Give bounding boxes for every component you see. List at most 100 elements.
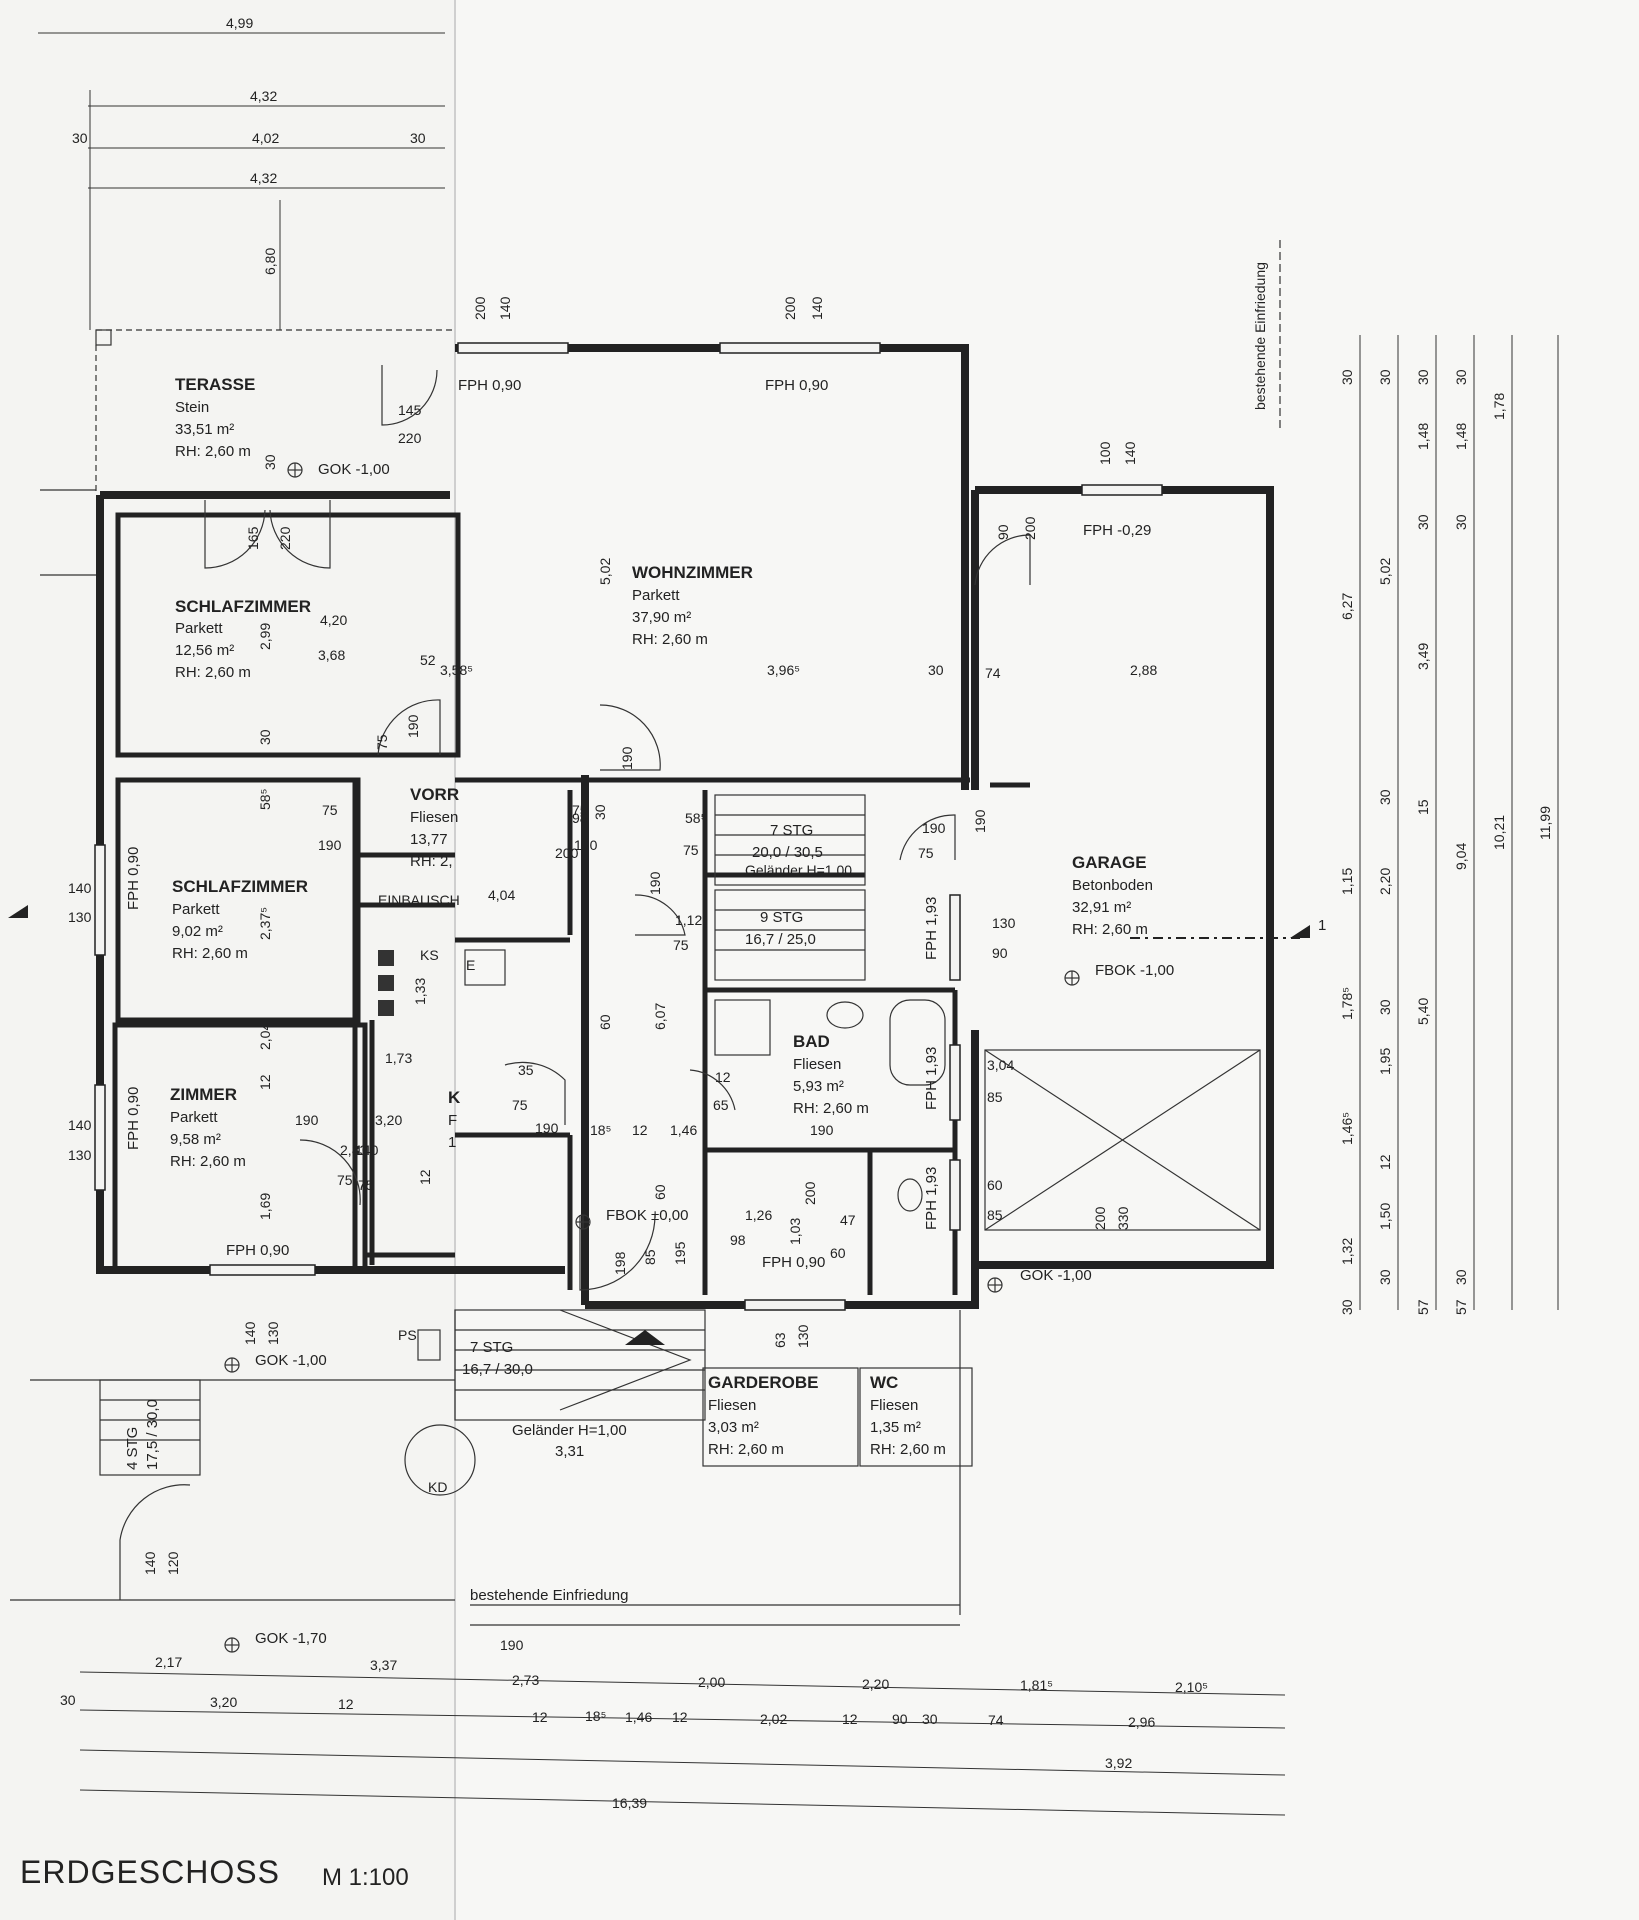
- garage-features: [8, 905, 1310, 1231]
- inner-dimension-label: 200: [472, 296, 488, 320]
- room-zimmer: ZIMMER Parkett 9,58 m² RH: 2,60 m: [170, 1085, 246, 1170]
- stair-1-rail: Geländer H=1,00: [745, 862, 852, 878]
- inner-dimension-label: 1,26: [745, 1207, 772, 1223]
- room-area: 13,77: [410, 831, 448, 848]
- room-floor: F: [448, 1112, 457, 1129]
- inner-dimension-label: 30: [262, 454, 278, 470]
- inner-dimension-label: 3,58⁵: [440, 662, 473, 678]
- room-area: 5,93 m²: [793, 1078, 844, 1095]
- room-name: TERASSE: [175, 375, 255, 394]
- inner-dimension-label: 130: [68, 909, 92, 925]
- inner-dimension-label: 1,33: [412, 978, 428, 1005]
- level-fph-wc: FPH 0,90: [762, 1254, 825, 1271]
- right-dim-c3-label: 3,49: [1415, 643, 1431, 670]
- label-ps: PS: [398, 1327, 417, 1343]
- room-floor: Parkett: [175, 620, 223, 637]
- room-height: RH: 2,60 m: [170, 1153, 246, 1170]
- inner-dimension-label: 190: [318, 837, 342, 853]
- room-name: GARAGE: [1072, 853, 1147, 872]
- room-wc: WC Fliesen 1,35 m² RH: 2,60 m: [859, 1367, 973, 1467]
- terrace-area: [40, 240, 1281, 576]
- inner-dimension-label: 140: [142, 1551, 158, 1575]
- inner-walls: [112, 512, 1030, 1295]
- dim-b-r3a: 3,92: [1105, 1755, 1132, 1771]
- level-fbok-garage: FBOK -1,00: [1095, 962, 1174, 979]
- dim-top-d: 4,32: [250, 170, 277, 186]
- section-marker-icon: [1290, 925, 1310, 938]
- stair-labels: 7 STG 20,0 / 30,5 Geländer H=1,00 9 STG …: [124, 822, 852, 1470]
- room-area: 1,35 m²: [870, 1419, 921, 1436]
- inner-dimension-label: 75: [918, 845, 934, 861]
- room-floor: Parkett: [632, 587, 680, 604]
- inner-dimension-label: 75: [512, 1097, 528, 1113]
- inner-dimension-label: 75: [374, 734, 390, 750]
- inner-dimension-label: 200: [555, 845, 579, 861]
- stair-3-ratio: 16,7 / 30,0: [462, 1361, 533, 1378]
- inner-dimension-label: 140: [242, 1321, 258, 1345]
- inner-dimension-label: 12: [257, 1074, 273, 1090]
- dim-b-r4a: 16,39: [612, 1795, 647, 1811]
- right-dim-c3-label: 15: [1415, 799, 1431, 815]
- inner-dimension-label: 18⁵: [590, 1122, 611, 1138]
- inner-dimension-label: 90: [995, 524, 1011, 540]
- right-dim-c1-label: 1,15: [1339, 868, 1355, 895]
- doors: [119, 365, 1031, 1600]
- inner-dimension-label: 190: [574, 837, 598, 853]
- inner-dimension-label: 3,96⁵: [767, 662, 800, 678]
- inner-dimension-label: 120: [165, 1551, 181, 1575]
- level-fph-garage: FPH -0,29: [1083, 522, 1151, 539]
- dim-top-e: 6,80: [262, 248, 278, 275]
- room-name: WOHNZIMMER: [632, 563, 753, 582]
- room-name: GARDEROBE: [708, 1373, 819, 1392]
- room-area: 9,58 m²: [170, 1131, 221, 1148]
- room-floor: Parkett: [170, 1109, 218, 1126]
- inner-dimension-label: 47: [840, 1212, 856, 1228]
- right-dim-c1-label: 1,46⁵: [1339, 1112, 1355, 1145]
- dim-b-r2b: 3,20: [210, 1694, 237, 1710]
- inner-dimension-label: 98: [730, 1232, 746, 1248]
- level-fph-193c: FPH 1,93: [923, 1167, 940, 1230]
- inner-dimension-label: 140: [809, 296, 825, 320]
- right-dim-c2-label: 12: [1377, 1154, 1393, 1170]
- level-labels: GOK -1,00 GOK -1,00 GOK -1,00 GOK -1,70 …: [125, 377, 1174, 1653]
- label-kd: KD: [428, 1479, 447, 1495]
- inner-dimension-label: 145: [398, 402, 422, 418]
- inner-dimension-label: 200: [1092, 1206, 1108, 1230]
- right-dim-c4-label: 1,48: [1453, 423, 1469, 450]
- inner-dimension-label: 12: [715, 1069, 731, 1085]
- dim-b-r2l: 74: [988, 1712, 1004, 1728]
- inner-dimension-label: 75: [572, 802, 588, 818]
- room-height: RH: 2,60 m: [175, 664, 251, 681]
- inner-dimension-label: 195: [672, 1241, 688, 1265]
- right-dim-c2-label: 30: [1377, 369, 1393, 385]
- inner-dimension-label: 3,20: [375, 1112, 402, 1128]
- room-name: ZIMMER: [170, 1085, 237, 1104]
- inner-dimension-label: 12: [632, 1122, 648, 1138]
- right-dim-c5-label: 10,21: [1491, 815, 1507, 850]
- right-dim-c5-label: 1,78: [1491, 393, 1507, 420]
- room-height: RH: 2,60 m: [1072, 921, 1148, 938]
- inner-dimension-label: 75: [683, 842, 699, 858]
- stair-3-rail: Geländer H=1,00: [512, 1422, 627, 1439]
- level-fph-193a: FPH 1,93: [923, 897, 940, 960]
- bathtub-icon: [889, 999, 946, 1086]
- dim-top-a: 4,99: [226, 15, 253, 31]
- dim-b-r2g: 12: [672, 1709, 688, 1725]
- inner-dimension-label: 30: [928, 662, 944, 678]
- plan-scale: M 1:100: [322, 1864, 409, 1891]
- stair-3-length: 3,31: [555, 1443, 584, 1460]
- inner-dimension-label: 190: [535, 1120, 559, 1136]
- inner-dimension-label: 1,03: [787, 1218, 803, 1245]
- outer-walls: [96, 344, 1274, 1309]
- right-dim-c6-label: 11,99: [1537, 806, 1553, 840]
- room-schlafzimmer-1: SCHLAFZIMMER Parkett 12,56 m² RH: 2,60 m: [175, 597, 311, 681]
- right-dim-c4-label: 9,04: [1453, 843, 1469, 870]
- room-name: BAD: [793, 1032, 830, 1051]
- inner-dimension-label: 63: [772, 1332, 788, 1348]
- right-dim-c1-label: 30: [1339, 369, 1355, 385]
- inner-dimension-label: 58⁵: [257, 789, 273, 810]
- room-garage: GARAGE Betonboden 32,91 m² RH: 2,60 m: [1072, 853, 1153, 938]
- inner-dimension-label: 74: [985, 665, 1001, 681]
- inner-dimension-label: 4,20: [320, 612, 347, 628]
- dim-b-r2e: 18⁵: [585, 1708, 606, 1724]
